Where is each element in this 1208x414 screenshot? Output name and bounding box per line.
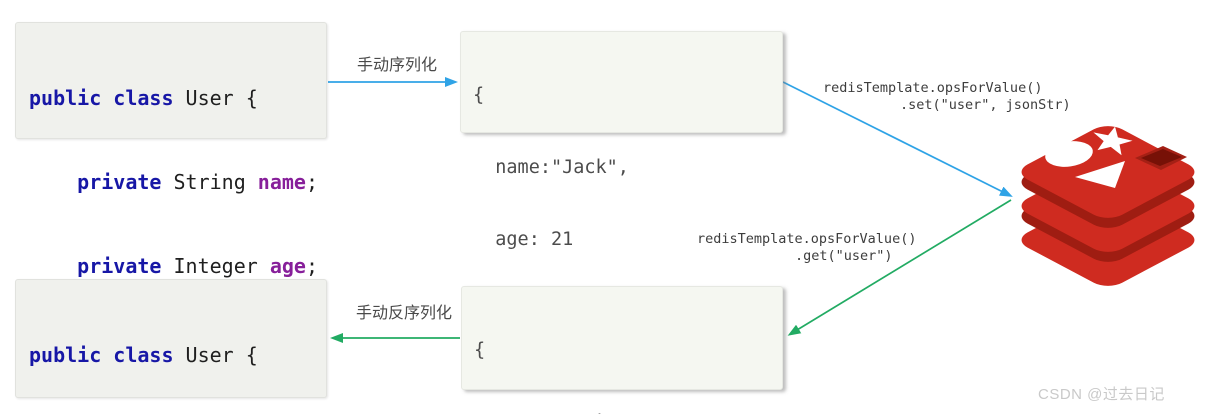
java-code-block-bottom: public class User { private String name;… (15, 279, 327, 398)
code-token: User { (173, 343, 258, 367)
code-token: String (161, 170, 258, 194)
json-line: { (474, 340, 486, 361)
get-call-label-line1: redisTemplate.opsForValue() (697, 231, 917, 247)
get-call-label-line2: .get("user") (795, 248, 893, 264)
field-token: age (269, 254, 306, 278)
watermark: CSDN @过去日记 (1038, 386, 1165, 403)
json-block-top: { name:"Jack", age: 21 } (460, 31, 783, 322)
redis-hole-inner-shape (1141, 149, 1182, 166)
json-line: age: 21 (473, 229, 574, 250)
code-line: public class User { (29, 341, 326, 369)
code-token (29, 254, 77, 278)
code-token: Integer (161, 254, 270, 278)
code-token: ; (305, 254, 319, 278)
code-line: private Integer age; (29, 252, 326, 280)
redis-triangle-shape (1075, 161, 1125, 188)
java-code-block-top: public class User { private String name;… (15, 22, 327, 362)
code-token: User { (173, 86, 258, 110)
code-line: public class User { (29, 84, 326, 112)
redis-logo-icon (1021, 126, 1195, 286)
keyword-token: private (77, 254, 162, 278)
serialize-label: 手动序列化 (357, 57, 438, 74)
keyword-token: private (77, 170, 162, 194)
code-token (29, 170, 77, 194)
code-token: ; (305, 170, 319, 194)
set-call-label-line2: .set("user", jsonStr) (900, 97, 1071, 113)
set-call-label-line1: redisTemplate.opsForValue() (823, 80, 1043, 96)
json-line: name:"Jack", (473, 157, 629, 178)
field-token: name (257, 170, 306, 194)
deserialize-label: 手动反序列化 (356, 305, 453, 322)
json-block-bottom: { name:"Jack", age: 21 } (461, 286, 783, 414)
redis-ellipse-shape (1045, 141, 1093, 167)
keyword-token: public class (29, 343, 174, 367)
code-line: private String name; (29, 168, 326, 196)
get-from-redis-arrow (787, 199, 1012, 336)
keyword-token: public class (29, 86, 174, 110)
json-line: { (473, 85, 485, 106)
json-line: name:"Jack", (474, 411, 782, 414)
redis-star-shape (1093, 126, 1133, 156)
